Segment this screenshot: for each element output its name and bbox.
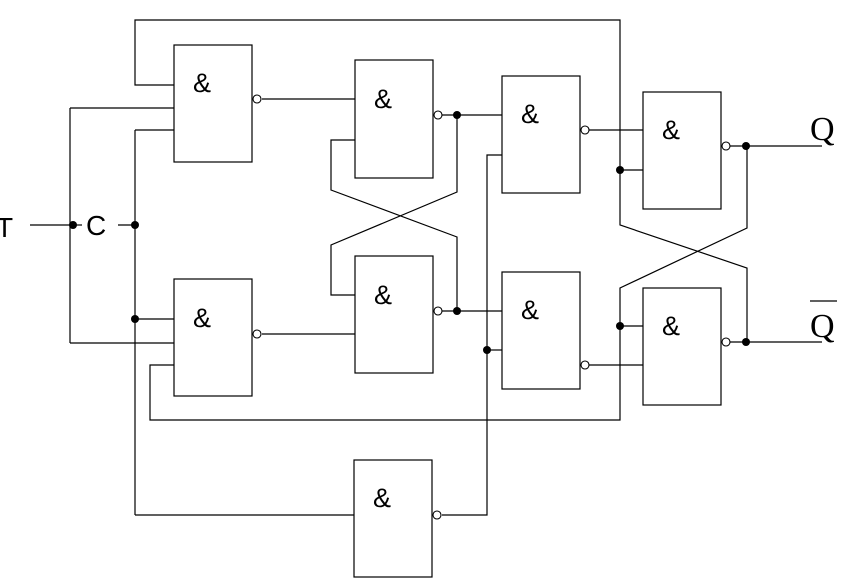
inverting-bubble <box>433 306 443 316</box>
wires <box>30 19 822 516</box>
gate-symbol: & <box>374 280 392 310</box>
junction-c-gate2 <box>131 315 139 323</box>
gate-symbol: & <box>521 99 539 129</box>
inverting-bubble <box>721 141 731 151</box>
junction-slave-top <box>616 166 624 174</box>
inverting-bubble <box>252 94 262 104</box>
label-t-input: T <box>0 212 13 243</box>
gate-clock-inverter: & <box>353 459 442 578</box>
gate-master-input-top: & <box>173 44 262 163</box>
junction-master-bottom <box>453 307 461 315</box>
inverting-bubble <box>580 360 590 370</box>
inverting-bubble <box>252 329 262 339</box>
inverting-bubble <box>432 510 442 520</box>
gate-symbol: & <box>662 311 680 341</box>
label-c-input: C <box>86 210 106 241</box>
gate-master-input-bottom: & <box>173 278 262 397</box>
gate-symbol: & <box>521 295 539 325</box>
label-q-output: Q <box>810 111 835 148</box>
junction-q <box>742 142 750 150</box>
gate-slave-latch-bottom: & <box>642 287 731 406</box>
gate-symbol: & <box>373 483 391 513</box>
inverting-bubble <box>433 110 443 120</box>
gate-master-latch-top: & <box>354 59 443 179</box>
gate-slave-input-bottom: & <box>501 271 590 390</box>
wire-master-cross-1 <box>330 115 458 296</box>
junctions <box>69 111 750 354</box>
wire-inverter-out <box>442 154 502 516</box>
junction-master-top <box>453 111 461 119</box>
junction-q-bar <box>742 338 750 346</box>
wire-feedback-top <box>134 19 748 342</box>
gate-master-latch-bottom: & <box>354 255 443 374</box>
gate-slave-latch-top: & <box>642 91 731 210</box>
inverting-bubble <box>721 337 731 347</box>
gate-symbol: & <box>374 84 392 114</box>
junction-inverter <box>483 346 491 354</box>
junction-c <box>131 221 139 229</box>
gate-symbol: & <box>193 68 211 98</box>
inverting-bubble <box>580 125 590 135</box>
gate-symbol: & <box>193 303 211 333</box>
junction-t <box>69 221 77 229</box>
label-q-bar-output: Q <box>810 308 835 345</box>
junction-slave-bottom <box>616 322 624 330</box>
wire-feedback-bottom <box>149 146 748 421</box>
wire-master-cross-2 <box>330 139 458 311</box>
gate-slave-input-top: & <box>501 75 590 194</box>
gate-symbol: & <box>662 115 680 145</box>
